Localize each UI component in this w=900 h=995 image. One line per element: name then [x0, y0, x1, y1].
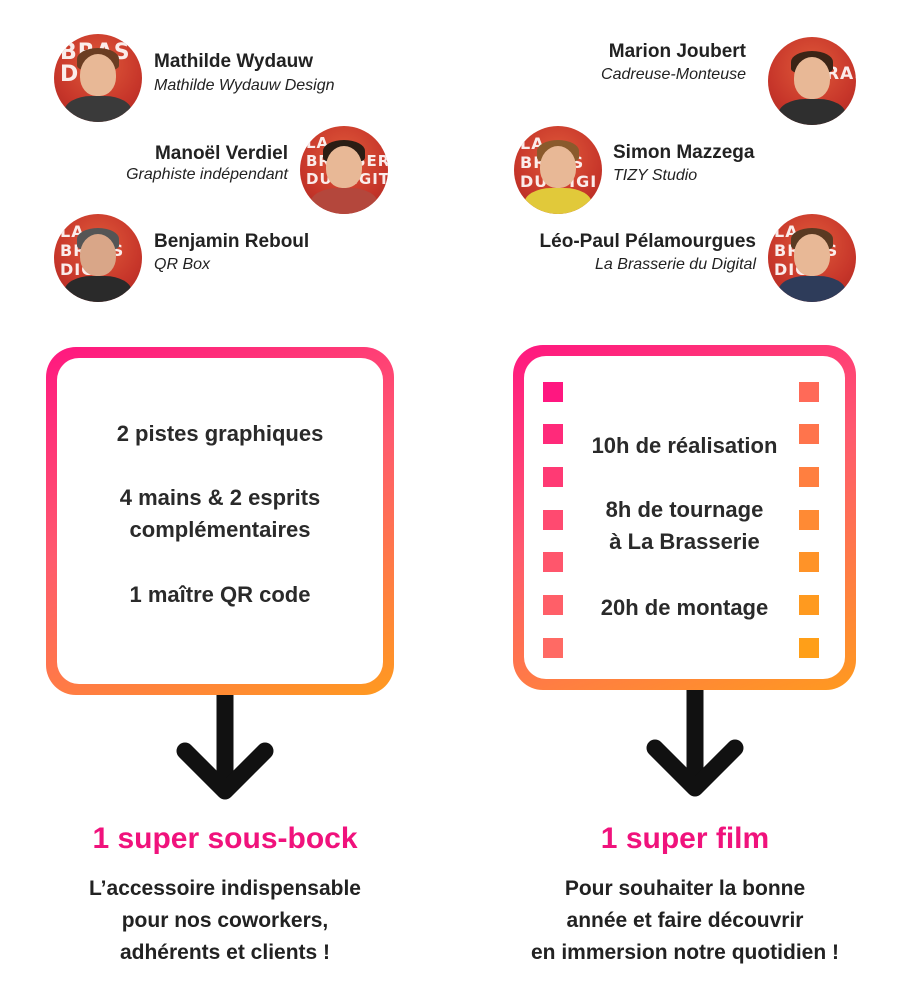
film-perforation — [543, 424, 563, 444]
film-perforation — [543, 638, 563, 658]
person-role: La Brasserie du Digital — [595, 256, 756, 273]
person-role: Graphiste indépendant — [126, 166, 288, 183]
avatar: BRAS DI — [54, 34, 142, 122]
film-perforation — [799, 638, 819, 658]
right-card-inner: 10h de réalisation 8h de tournage à La B… — [524, 356, 845, 679]
film-perforation — [543, 552, 563, 572]
right-outcome-description: Pour souhaiter la bonne année et faire d… — [530, 877, 840, 964]
person-name: Manoël Verdiel — [154, 143, 288, 164]
fact-line: 8h de tournage — [605, 497, 764, 522]
fact-line: 10h de réalisation — [591, 433, 778, 458]
person-card-leo-paul: Léo-Paul Pélamourgues La Brasserie du Di… — [500, 214, 856, 304]
avatar: BRASS — [768, 37, 856, 125]
person-role: Cadreuse-Monteuse — [601, 66, 746, 83]
film-perforation — [543, 382, 563, 402]
left-card-inner: 2 pistes graphiques 4 mains & 2 esprits … — [57, 358, 383, 684]
fact-line: 20h de montage — [600, 595, 769, 620]
person-card-mathilde: BRAS DI Mathilde Wydauw Mathilde Wydauw … — [54, 34, 384, 124]
person-name: Mathilde Wydauw — [154, 51, 314, 72]
person-card-simon: LA BRASS DU DIGI Simon Mazzega TIZY Stud… — [514, 126, 844, 216]
person-name: Léo-Paul Pélamourgues — [539, 231, 756, 252]
film-perforation — [799, 595, 819, 615]
film-perforation — [799, 467, 819, 487]
person-name: Marion Joubert — [608, 41, 746, 62]
left-card: 2 pistes graphiques 4 mains & 2 esprits … — [46, 347, 394, 695]
left-outcome-title: 1 super sous-bock — [92, 822, 358, 855]
right-card-film-strip: 10h de réalisation 8h de tournage à La B… — [513, 345, 856, 690]
person-card-manoel: Manoël Verdiel Graphiste indépendant LA … — [60, 126, 388, 216]
person-role: QR Box — [154, 256, 211, 273]
avatar: LA BRASS DU DIGI — [514, 126, 602, 214]
film-perforation — [543, 510, 563, 530]
film-perforation — [799, 510, 819, 530]
arrow-down-icon — [176, 695, 274, 800]
fact-line: à La Brasserie — [609, 529, 760, 554]
person-name: Benjamin Reboul — [154, 231, 310, 252]
person-role: TIZY Studio — [613, 167, 698, 184]
film-perforation — [543, 595, 563, 615]
person-card-benjamin: LA BRASS DIGI Benjamin Reboul QR Box — [54, 214, 384, 304]
avatar: LA BRASS DIGI — [768, 214, 856, 302]
fact-line: 1 maître QR code — [129, 582, 311, 607]
film-perforation — [799, 424, 819, 444]
film-perforation — [543, 467, 563, 487]
fact-line: 2 pistes graphiques — [116, 421, 324, 446]
right-outcome-title: 1 super film — [600, 822, 770, 855]
fact-line: complémentaires — [129, 517, 311, 542]
film-perforation — [799, 382, 819, 402]
person-name: Simon Mazzega — [613, 142, 755, 163]
film-perforation — [799, 552, 819, 572]
arrow-down-icon — [646, 690, 744, 797]
avatar: LA BRASS DIGI — [54, 214, 142, 302]
fact-line: 4 mains & 2 esprits — [119, 485, 321, 510]
avatar: LA BRASSER DU DIGIT — [300, 126, 388, 214]
left-outcome-description: L’accessoire indispensable pour nos cowo… — [89, 877, 361, 964]
person-role: Mathilde Wydauw Design — [154, 77, 335, 94]
person-card-marion: Marion Joubert Cadreuse-Monteuse BRASS — [520, 34, 856, 125]
